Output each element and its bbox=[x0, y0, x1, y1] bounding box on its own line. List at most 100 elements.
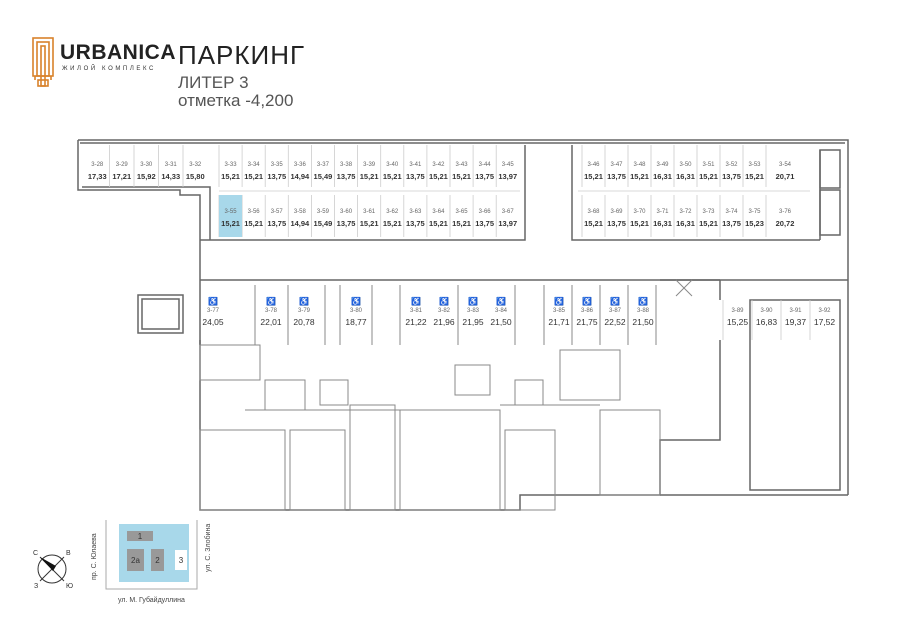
space-area: 15,21 bbox=[221, 172, 240, 181]
parking-space-3-29[interactable]: 3-29 17,21 bbox=[110, 145, 135, 187]
space-number: 3-75 bbox=[748, 209, 761, 215]
space-number: 3-30 bbox=[140, 162, 153, 168]
space-number: 3-54 bbox=[778, 162, 791, 168]
space-number: 3-88 bbox=[636, 308, 649, 314]
space-area: 16,31 bbox=[676, 219, 695, 228]
space-area: 17,21 bbox=[112, 172, 132, 181]
space-number: 3-80 bbox=[349, 308, 362, 314]
building-1[interactable]: 1 bbox=[127, 531, 153, 541]
space-number: 3-63 bbox=[409, 209, 422, 215]
space-area: 15,21 bbox=[244, 219, 264, 228]
space-area: 15,21 bbox=[630, 172, 649, 181]
space-area: 15,21 bbox=[584, 219, 603, 228]
building-3[interactable]: 3 bbox=[175, 550, 187, 570]
space-number: 3-87 bbox=[608, 308, 621, 314]
space-number: 3-49 bbox=[656, 162, 669, 168]
space-number: 3-46 bbox=[587, 162, 600, 168]
space-area: 13,97 bbox=[498, 172, 518, 181]
accessible-icon: ♿ bbox=[299, 297, 309, 306]
building-2[interactable]: 2 bbox=[151, 549, 164, 571]
space-area: 22,01 bbox=[260, 317, 282, 327]
space-number: 3-28 bbox=[91, 162, 104, 168]
space-area: 18,77 bbox=[345, 317, 367, 327]
space-number: 3-39 bbox=[363, 162, 376, 168]
accessible-icon: ♿ bbox=[496, 297, 506, 306]
space-number: 3-29 bbox=[115, 162, 128, 168]
accessible-icon: ♿ bbox=[554, 297, 564, 306]
space-area: 14,33 bbox=[161, 172, 181, 181]
space-area: 15,80 bbox=[185, 172, 205, 181]
space-area: 15,21 bbox=[429, 219, 448, 228]
building-2a[interactable]: 2а bbox=[127, 549, 144, 571]
space-area: 21,75 bbox=[576, 317, 598, 327]
space-area: 15,21 bbox=[699, 219, 718, 228]
space-number: 3-69 bbox=[610, 209, 623, 215]
space-number: 3-67 bbox=[501, 209, 514, 215]
